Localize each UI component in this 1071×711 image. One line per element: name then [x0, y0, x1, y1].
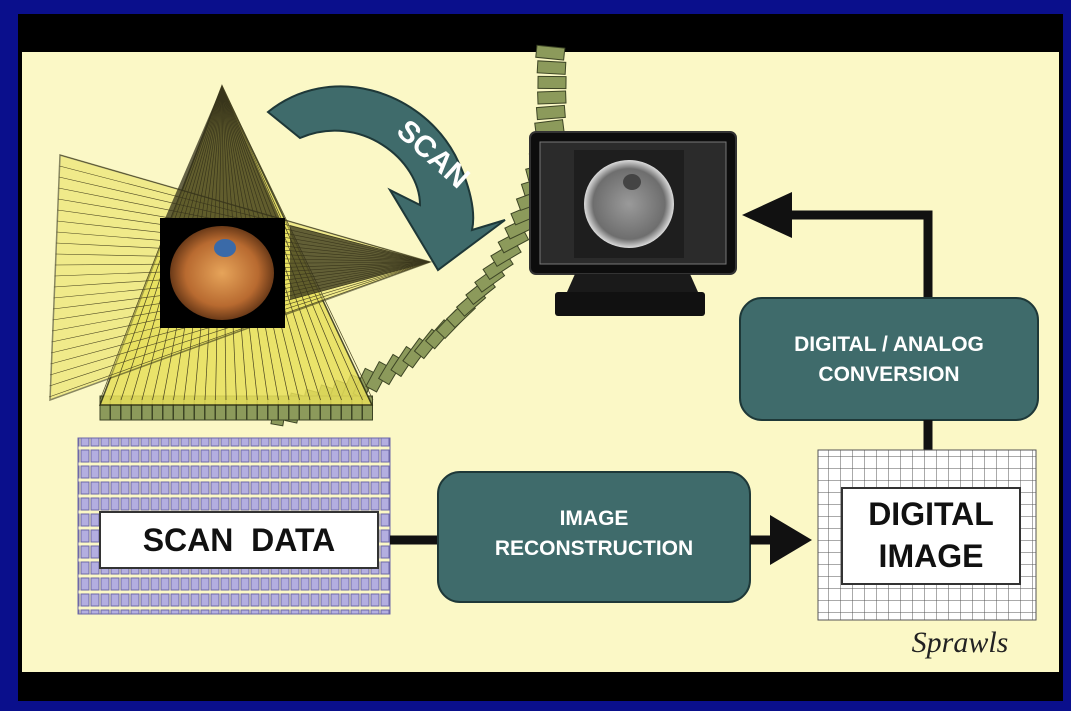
digital-image-label-box [841, 487, 1021, 585]
author-signature: Sprawls [911, 626, 1009, 659]
detector-element [536, 60, 567, 75]
conversion-label: DIGITAL / ANALOG CONVERSION [740, 330, 1038, 391]
ct-sinus [623, 174, 641, 190]
reconstruction-label-line1: IMAGE [559, 507, 629, 530]
brain-slice-icon [170, 226, 274, 320]
conversion-label-line1: DIGITAL / ANALOG [794, 333, 984, 356]
detector-element [537, 90, 567, 105]
beam-ray [48, 261, 431, 398]
ct-scanner-icon [48, 44, 567, 427]
scan-data-label-box [99, 511, 379, 569]
scan-data-label: SCAN DATA [142, 522, 336, 558]
bottom-band [22, 672, 1059, 700]
reconstruction-label-line2: RECONSTRUCTION [494, 537, 694, 561]
arrow-icon [742, 192, 792, 238]
xray-source-icon [160, 86, 285, 230]
arrow-icon [770, 515, 812, 565]
monitor-neck [567, 274, 698, 292]
ct-image-icon [584, 160, 674, 248]
digital-image-label: DIGITAL IMAGE [842, 494, 1020, 577]
reconstruction-label: IMAGE RECONSTRUCTION [438, 504, 750, 565]
detector-element [535, 104, 566, 121]
conversion-box [739, 297, 1039, 421]
detector-element [537, 75, 567, 90]
digital-image-label-line1: DIGITAL [868, 496, 994, 532]
scan-rotation-arrow [266, 85, 506, 272]
detector-element [535, 44, 566, 61]
brain-ventricle [214, 239, 236, 257]
xray-source-icon-rotated [290, 225, 430, 300]
conversion-label-line2: CONVERSION [818, 363, 960, 387]
monitor-icon [529, 131, 737, 316]
scan-data-block [77, 437, 391, 615]
arrow-to-monitor-line [790, 210, 933, 300]
monitor-base [555, 292, 705, 316]
digital-image-label-line2: IMAGE [878, 537, 984, 574]
